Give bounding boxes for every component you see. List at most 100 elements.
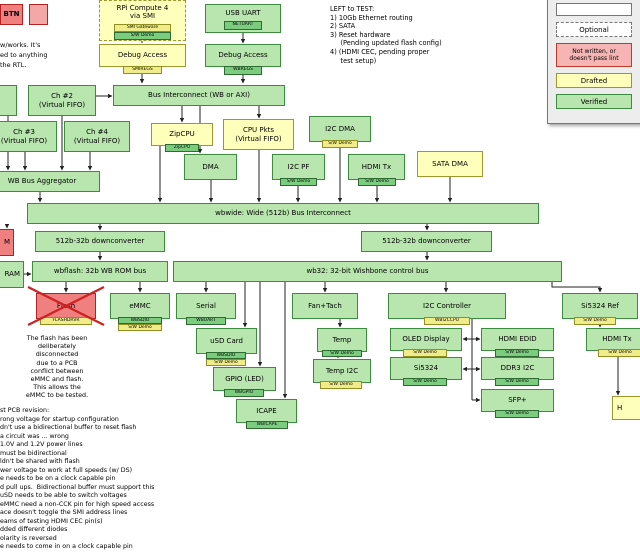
- note-line: ldn't be shared with flash: [0, 458, 80, 465]
- box-temp-i2c: Temp I2C: [313, 359, 371, 383]
- tag-hdmi-tx-sw-demo: S/W Demo: [358, 178, 396, 186]
- box-cut-right: H: [612, 396, 640, 420]
- note-line: olarity is reversed: [0, 534, 57, 542]
- box-serial: Serial: [176, 293, 236, 319]
- note-line: (Pending updated flash config): [330, 39, 442, 48]
- note-line: eMMC and flash.: [30, 375, 84, 384]
- legend: Optional Not written, or doesn't pass li…: [547, 0, 640, 124]
- note-line: eMMC to be tested.: [25, 391, 89, 400]
- legend-item-not-written: Not written, or doesn't pass lint: [556, 43, 632, 67]
- legend-item-optional: Optional: [556, 22, 632, 37]
- box-zipcpu: ZipCPU: [151, 123, 213, 146]
- note-line: uSD needs to be able to switch voltages: [0, 492, 127, 499]
- note-line: This allows the: [33, 383, 81, 392]
- box-mem-cut: M: [0, 229, 14, 256]
- tag-wbicape: WBICAPE: [246, 421, 288, 429]
- box-temp: Temp: [317, 328, 367, 352]
- note-line: due to a PCB: [36, 358, 78, 367]
- box-flash: Flash: [36, 293, 96, 319]
- note-line: conflict between: [30, 366, 84, 375]
- box-sata-dma: SATA DMA: [417, 151, 483, 177]
- btn-aux-box: [29, 4, 48, 25]
- box-hdmi-edid: HDMI EDID: [481, 328, 554, 351]
- note-line: must be bidirectional: [0, 449, 67, 457]
- tag-zipcpu: ZipCPU: [165, 144, 199, 152]
- legend-item-verified: Verified: [556, 94, 632, 109]
- note-line: e needs to be on a clock capable pin: [0, 475, 116, 482]
- tag-i2c-pf-sw-demo: S/W Demo: [280, 178, 317, 186]
- tag-si5324-ref-sw-demo: S/W Demo: [574, 317, 616, 325]
- legend-item-blank: [556, 3, 632, 16]
- note-line: st PCB revision:: [0, 407, 50, 414]
- note-line: eMMC need a non-CCK pin for high speed a…: [0, 500, 155, 508]
- bus-wb32: wb32: 32-bit Wishbone control bus: [173, 261, 562, 282]
- note-line: LEFT to TEST:: [330, 5, 375, 13]
- box-ram-cut: RAM: [0, 261, 24, 288]
- note-line: rong voltage for startup configuration: [0, 415, 119, 423]
- tag-hdmi-tx-right-sw-demo: S/W Demo: [598, 349, 640, 357]
- box-usd-card: uSD Card: [196, 328, 257, 354]
- tag-sfp-sw-demo: S/W Demo: [495, 410, 539, 418]
- note-line: e needs to come in on a clock capable pi…: [0, 543, 133, 550]
- tag-wbi2ccpu: WBI2CCPU: [424, 317, 470, 325]
- tag-wbgpio: WBGPIO: [224, 389, 264, 397]
- box-ch4-vfifo: Ch #4 (Virtual FIFO): [64, 121, 130, 152]
- box-sfp: SFP+: [481, 389, 554, 412]
- note-line: ed to anything: [0, 51, 48, 59]
- note-line: a circuit was ... wrong: [0, 432, 69, 440]
- note-line: 2) SATA: [330, 22, 356, 31]
- note-line: dded different diodes: [0, 526, 68, 533]
- note-line: eams of testing HDMI CEC pin(s): [0, 517, 103, 525]
- note-line: 1.0V and 1.2V power lines: [0, 441, 83, 448]
- box-bus-interconnect: Bus Interconnect (WB or AXI): [113, 85, 285, 106]
- note-line: wer voltage to work at full speeds (w/ D…: [0, 466, 133, 474]
- box-debug-access-smi: Debug Access: [99, 44, 186, 67]
- tag-hdmi-edid-sw-demo: S/W Demo: [495, 349, 539, 357]
- box-downconverter-right: 512b-32b downconverter: [361, 231, 492, 252]
- tag-smi-gateware: SMI Gateware: [114, 24, 171, 32]
- tag-emmc-sw-demo: S/W Demo: [118, 324, 162, 331]
- tag-si5324-sw-demo: S/W Demo: [403, 378, 447, 386]
- tag-ddr3-i2c-sw-demo: S/W Demo: [495, 378, 539, 386]
- box-i2c-pf: I2C PF: [272, 154, 325, 180]
- note-line: 1) 10Gb Ethernet routing: [330, 13, 413, 22]
- pcb-revision-notes: st PCB revision: rong voltage for startu…: [0, 407, 154, 552]
- tag-emmc-wbsdio: WBSDIO: [118, 317, 162, 324]
- box-ch3-vfifo: Ch #3 (Virtual FIFO): [0, 121, 57, 152]
- box-ch2-vfifo: Ch #2 (Virtual FIFO): [28, 85, 96, 116]
- tag-wbuart: WBUART: [186, 317, 226, 325]
- box-si5324-ref: Si5324 Ref: [562, 293, 638, 319]
- note-line: The flash has been: [26, 334, 88, 342]
- tag-temp-i2c-sw-demo: S/W Demo: [320, 381, 362, 389]
- box-hdmi-tx: HDMI Tx: [348, 154, 405, 180]
- box-i2c-controller: I2C Controller: [388, 293, 506, 319]
- note-line: the RTL.: [0, 61, 27, 69]
- box-i2c-dma: I2C DMA: [309, 116, 371, 142]
- tag-oled-sw-demo: S/W Demo: [403, 349, 447, 357]
- flash-note: The flash has been deliberately disconne…: [14, 334, 100, 400]
- note-line: dn't use a bidirectional buffer to reset…: [0, 424, 137, 431]
- box-hdmi-tx-right: HDMI Tx: [586, 328, 640, 351]
- tag-usd-wbsdio: WBSDIO: [206, 352, 246, 359]
- note-line: deliberately: [37, 342, 77, 351]
- btn-box: BTN: [0, 4, 23, 25]
- note-line: 3) Reset hardware: [330, 30, 391, 39]
- box-ddr3-i2c: DDR3 I2C: [481, 357, 554, 380]
- left-to-test-note: LEFT to TEST: 1) 10Gb Ethernet routing 2…: [330, 5, 442, 65]
- left-note: w/works. It's ed to anything the RTL.: [0, 40, 47, 70]
- box-oled-display: OLED Display: [390, 328, 462, 351]
- box-ch1-vfifo: [0, 85, 17, 116]
- tag-flashdrvr: FLASHDRVR: [40, 317, 92, 325]
- tag-temp-sw-demo: S/W Demo: [322, 350, 362, 357]
- box-dma: DMA: [184, 154, 237, 180]
- note-line: disconnected: [35, 350, 79, 359]
- note-line: ace doesn't toggle the SMI address lines: [0, 509, 128, 516]
- legend-item-drafted: Drafted: [556, 73, 632, 88]
- note-line: test setup): [330, 56, 377, 65]
- box-downconverter-left: 512b-32b downconverter: [35, 231, 165, 252]
- box-debug-access-wb: Debug Access: [205, 44, 281, 67]
- box-gpio-led: GPIO (LED): [213, 367, 276, 391]
- bus-wbflash: wbflash: 32b WB ROM bus: [32, 261, 168, 282]
- tag-usd-sw-demo: S/W Demo: [206, 359, 246, 366]
- box-emmc: eMMC: [110, 293, 170, 319]
